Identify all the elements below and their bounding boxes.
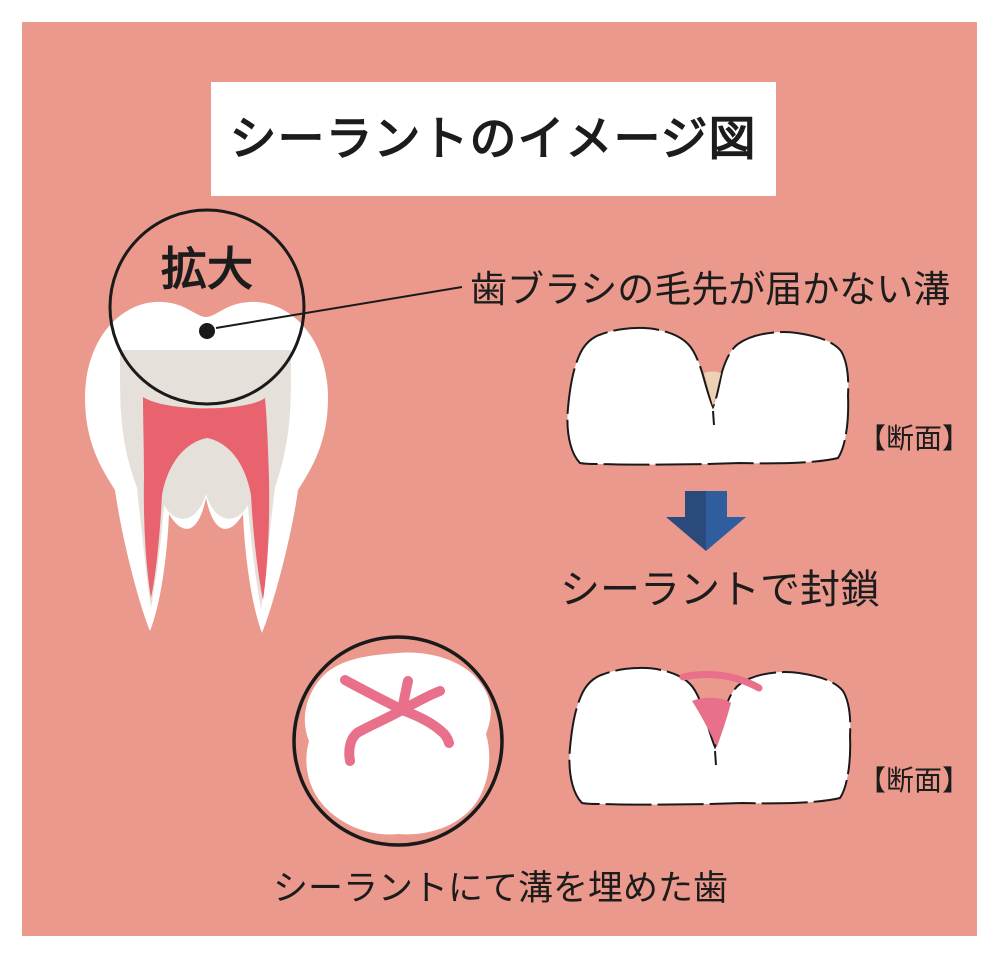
magnifier-circle: [108, 208, 306, 406]
fissure-debris: [704, 371, 721, 406]
bottom-caption: シーラントにて溝を埋めた歯: [273, 869, 728, 908]
pointer-dot: [199, 323, 215, 339]
fissure-tip-line-bottom: [714, 750, 717, 766]
fissure-tip-line-top: [712, 410, 715, 426]
down-arrow-light-half: [706, 491, 746, 551]
occlusal-tooth-shape: [304, 652, 491, 835]
leader-line: [215, 286, 463, 329]
sealant-surface-strip: [679, 671, 763, 692]
section-label-top: 【断面】: [858, 423, 970, 454]
title-box: [211, 82, 776, 196]
arrow-caption: シーラントで封鎖: [560, 568, 880, 612]
pulp-shape: [143, 397, 270, 600]
sealed-fissure-pattern: [340, 675, 454, 766]
page-title: シーラントのイメージ図: [229, 112, 756, 165]
section-label-bottom: 【断面】: [858, 765, 970, 796]
crown-section-unsealed: [566, 326, 850, 466]
down-arrow-dark-half: [666, 491, 706, 551]
magnifier-label: 拡大: [161, 243, 253, 295]
down-arrow-icon: [666, 491, 746, 551]
crown-section-sealed: [568, 666, 852, 806]
occlusal-view-circle: [292, 635, 504, 847]
occlusal-view: [292, 635, 504, 847]
groove-annotation: 歯ブラシの毛先が届かない溝: [470, 269, 950, 310]
sealant-wedge: [692, 697, 731, 747]
